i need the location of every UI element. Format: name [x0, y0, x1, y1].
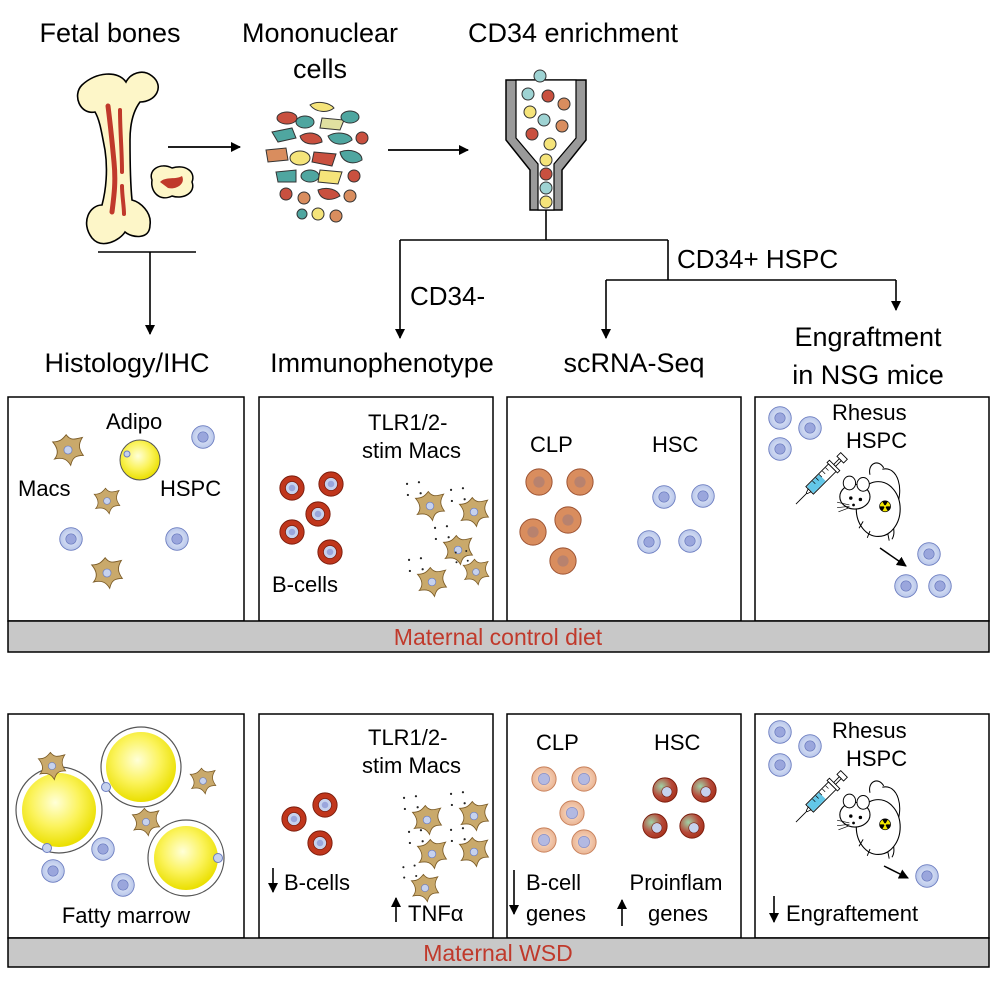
control-diet-bar: [7, 620, 990, 653]
wsd-diet-bar: [7, 937, 990, 968]
hsc-label: HSC: [654, 730, 701, 755]
fetal-bone-illustration: [76, 71, 194, 245]
engraft-arrow: [879, 547, 907, 567]
rhesus-hspc-cell: [768, 753, 792, 777]
b-cell: [317, 539, 343, 565]
tlr-label-line2: stim Macs: [362, 438, 461, 463]
engraft-arrow: [883, 865, 909, 879]
proinflam-genes-line2: genes: [648, 901, 708, 926]
clp-label: CLP: [536, 730, 579, 755]
mononuclear-label-line2: cells: [293, 54, 347, 84]
cd34-enrichment-label: CD34 enrichment: [468, 18, 679, 48]
hspc-cell: [91, 837, 115, 861]
rhesus-hspc-label: HSPC: [846, 428, 907, 453]
header-histology: Histology/IHC: [44, 348, 209, 378]
wsd-diet-label: Maternal WSD: [423, 940, 573, 966]
b-cell: [307, 830, 333, 856]
mononuclear-label-line1: Mononuclear: [242, 18, 398, 48]
clp-cell: [519, 518, 547, 546]
fetal-bones-label: Fetal bones: [39, 18, 180, 48]
b-cell: [279, 519, 305, 545]
clp-cell: [571, 829, 597, 855]
control-immuno-panel: [258, 396, 494, 622]
clp-cell: [554, 506, 582, 534]
clp-cell: [531, 827, 557, 853]
header-scrnaseq: scRNA-Seq: [563, 348, 704, 378]
b-cell: [318, 471, 344, 497]
clp-cell: [549, 547, 577, 575]
tnf-alpha-label: TNFα: [408, 901, 464, 926]
fatty-marrow-adipocytes: [15, 726, 225, 897]
fatty-marrow-label: Fatty marrow: [62, 903, 190, 928]
hspc-cell: [111, 873, 135, 897]
rhesus-hspc-cell: [798, 416, 822, 440]
clp-cell: [571, 766, 597, 792]
control-scrna-panel: [506, 396, 742, 622]
rhesus-hspc-cell: [768, 437, 792, 461]
tlr-label-line1: TLR1/2-: [368, 725, 447, 750]
header-immunophenotype: Immunophenotype: [270, 348, 494, 378]
hsc-label: HSC: [652, 432, 699, 457]
b-cell: [281, 806, 307, 832]
hsc-cell: [691, 484, 715, 508]
control-row: Adipo Macs HSPC TLR1/2- stim Macs B-cell…: [7, 396, 990, 653]
mononuclear-cells-cluster: [265, 101, 369, 223]
rhesus-hspc-cell: [798, 734, 822, 758]
b-cells-label: B-cells: [272, 572, 338, 597]
cd34-negative-label: CD34-: [410, 281, 485, 311]
rhesus-label: Rhesus: [832, 400, 907, 425]
proinflam-hsc-cell: [691, 777, 717, 803]
proinflam-hsc-cell: [679, 813, 705, 839]
b-cell-genes-line1: B-cell: [526, 870, 581, 895]
hspc-cell: [165, 527, 189, 551]
rhesus-hspc-cell: [768, 406, 792, 430]
b-cell: [312, 792, 338, 818]
tlr-label-line1: TLR1/2-: [368, 410, 447, 435]
b-cell: [279, 475, 305, 501]
clp-cell: [566, 468, 594, 496]
proinflam-genes-line1: Proinflam: [630, 870, 723, 895]
engraftment-label: Engraftement: [786, 901, 918, 926]
clp-cell: [559, 800, 585, 826]
hsc-cell: [637, 530, 661, 554]
workflow-branches: [98, 210, 901, 339]
b-cell: [305, 501, 331, 527]
hsc-cell: [652, 485, 676, 509]
wsd-row: Fatty marrow TLR1/2- stim Macs B-cells T…: [7, 713, 990, 968]
hspc-cell: [191, 425, 215, 449]
proinflam-hsc-cell: [652, 777, 678, 803]
control-diet-label: Maternal control diet: [394, 624, 603, 650]
b-cells-label: B-cells: [284, 870, 350, 895]
clp-cell: [525, 468, 553, 496]
cd34-positive-label: CD34+ HSPC: [677, 244, 838, 274]
rhesus-hspc-cell: [768, 720, 792, 744]
hspc-label: HSPC: [160, 476, 221, 501]
tlr-label-line2: stim Macs: [362, 753, 461, 778]
hspc-cell: [41, 859, 65, 883]
macs-label: Macs: [18, 476, 71, 501]
rhesus-hspc-label: HSPC: [846, 746, 907, 771]
cd34-column-illustration: [505, 69, 587, 211]
clp-label: CLP: [530, 432, 573, 457]
rhesus-label: Rhesus: [832, 718, 907, 743]
header-engraftment-line2: in NSG mice: [792, 360, 944, 390]
adipo-label: Adipo: [106, 409, 162, 434]
b-cell-genes-line2: genes: [526, 901, 586, 926]
engrafted-hspc-cell: [917, 542, 941, 566]
hsc-cell: [678, 529, 702, 553]
adipocyte: [119, 439, 161, 481]
hspc-cell: [59, 527, 83, 551]
clp-cell: [531, 766, 557, 792]
engrafted-hspc-cell: [915, 864, 939, 888]
engrafted-hspc-cell: [928, 574, 952, 598]
engrafted-hspc-cell: [894, 574, 918, 598]
header-engraftment-line1: Engraftment: [794, 322, 942, 352]
proinflam-hsc-cell: [642, 813, 668, 839]
